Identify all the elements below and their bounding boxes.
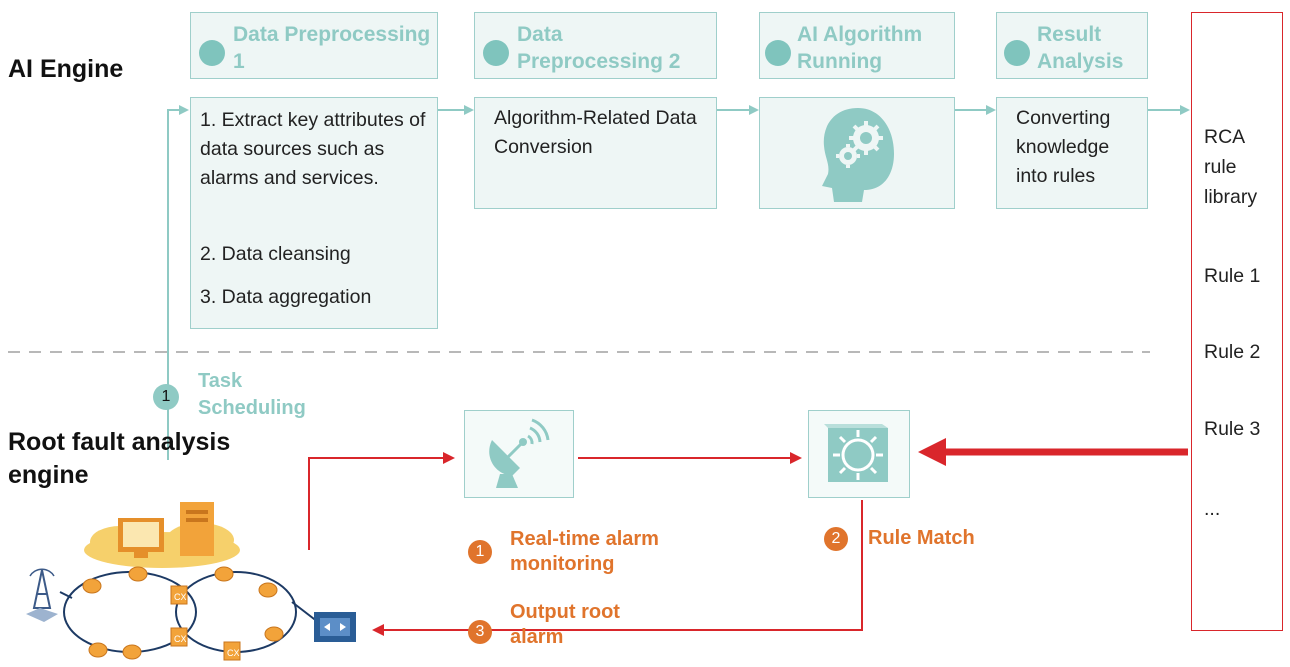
step-3-label: Output root alarm	[510, 601, 620, 648]
stage-1-item-2: 2. Data cleansing	[200, 243, 351, 265]
router-node	[258, 582, 278, 598]
switch-icon	[314, 612, 356, 642]
task-scheduling-label: Task Scheduling	[198, 370, 306, 419]
arrow-library-to-match-head	[918, 438, 946, 466]
step-1-number: 1	[468, 540, 492, 564]
stage-1-body	[190, 97, 438, 329]
satellite-dish-icon	[489, 418, 550, 488]
stage-4-body	[996, 97, 1148, 209]
cx-node-label: CX	[174, 592, 187, 602]
stage-1-dot-icon	[199, 40, 225, 66]
task-step-number: 1	[153, 384, 179, 410]
stage-4-item-1: Converting knowledge into rules	[1016, 107, 1111, 187]
stage-1-item-3: 3. Data aggregation	[200, 286, 372, 308]
library-rule-2: Rule 2	[1204, 341, 1261, 363]
router-node	[214, 566, 234, 582]
cx-node	[170, 585, 188, 605]
stage-1-item-1: 1. Extract key attributes of data source…	[200, 109, 426, 189]
arrow-network-to-monitor	[308, 452, 455, 550]
arrow-output-root-alarm	[372, 500, 863, 636]
ai-engine-label: AI Engine	[8, 55, 124, 83]
router-node	[128, 566, 148, 582]
router-node	[82, 578, 102, 594]
rule-match-icon	[824, 424, 888, 482]
stage-3-title: AI Algorithm Running	[797, 23, 923, 73]
cx-node-label: CX	[174, 634, 187, 644]
stage-2-header	[474, 12, 717, 79]
cx-node	[170, 627, 188, 647]
cx-node	[223, 641, 241, 661]
router-node	[88, 642, 108, 658]
stage-4-title: Result Analysis	[1037, 23, 1124, 73]
step-2-number: 2	[824, 527, 848, 551]
stage-2-title: Data Preprocessing 2	[517, 23, 681, 73]
server-icon	[180, 502, 214, 556]
router-node	[122, 644, 142, 660]
cx-node-label: CX	[227, 648, 240, 658]
radio-tower-icon	[26, 568, 58, 622]
library-rule-1: Rule 1	[1204, 265, 1261, 287]
alarm-monitor-box	[464, 410, 574, 498]
stage-2-dot-icon	[483, 40, 509, 66]
library-rule-3: Rule 3	[1204, 418, 1261, 440]
computer-icon	[118, 518, 164, 558]
stage-3-header	[759, 12, 955, 79]
router-node	[264, 626, 284, 642]
rca-rule-library	[1191, 12, 1283, 631]
step-1-label: Real-time alarm monitoring	[510, 528, 659, 575]
stage-1-header	[190, 12, 438, 79]
stage-4-dot-icon	[1004, 40, 1030, 66]
library-rule-more: ...	[1204, 498, 1221, 520]
step-2-label: Rule Match	[868, 527, 975, 549]
stage-1-title: Data Preprocessing 1	[233, 23, 431, 73]
task-scheduling-arrow	[167, 105, 189, 460]
brain-gears-icon	[822, 108, 894, 202]
stage-3-dot-icon	[765, 40, 791, 66]
root-engine-label: Root fault analysis engine	[8, 428, 231, 489]
stage-2-body	[474, 97, 717, 209]
network-illustration: CX CX CX	[26, 502, 356, 661]
library-title: RCA rule library	[1204, 126, 1258, 208]
step-3-number: 3	[468, 620, 492, 644]
stage-2-item-1: Algorithm-Related Data Conversion	[494, 107, 697, 158]
